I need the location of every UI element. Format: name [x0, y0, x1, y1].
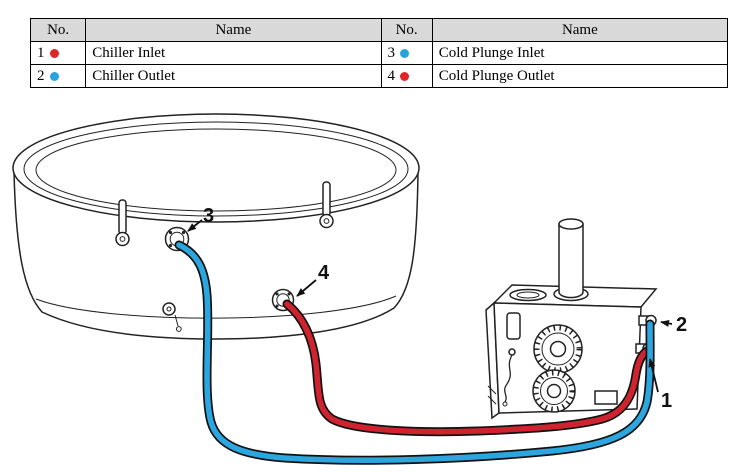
diagram-svg: 3 4 2 1	[12, 113, 687, 465]
red-dot-icon	[400, 71, 409, 81]
tub-drain	[162, 302, 182, 332]
blue-hose	[176, 242, 653, 464]
arrow-to-port-2	[660, 319, 673, 327]
no-4-label: 4	[387, 67, 396, 84]
header-no-right: No.	[380, 18, 433, 42]
top-grille	[509, 288, 547, 302]
bolt	[168, 243, 173, 248]
cell-name-cold-plunge-inlet: Cold Plunge Inlet	[431, 41, 729, 65]
port-bore	[276, 293, 290, 307]
blue-dot-icon	[49, 71, 59, 81]
cell-no-2: 2	[29, 64, 87, 88]
plumbing-diagram: 3 4 2 1	[0, 97, 751, 475]
tub-rim-inner	[35, 128, 397, 212]
fan-lower	[532, 369, 576, 413]
drain-center	[166, 306, 172, 312]
fan-hub	[546, 383, 562, 399]
cord-plug	[502, 401, 508, 407]
header-no-left: No.	[29, 18, 87, 42]
fitting-knob	[115, 231, 130, 247]
tub-bottom-band	[35, 295, 397, 319]
fitting-knob-center	[119, 236, 126, 242]
chimney-top	[558, 218, 584, 230]
label-4: 4	[318, 262, 330, 284]
cell-name-cold-plunge-outlet: Cold Plunge Outlet	[431, 64, 729, 88]
top-grille-inner	[516, 291, 540, 299]
no-1-label: 1	[37, 44, 45, 61]
hoses	[174, 240, 655, 465]
left-face-hatch	[487, 385, 497, 405]
drain-ring	[162, 302, 176, 316]
bolt	[275, 292, 279, 296]
table-row: 2 Chiller Outlet 4 Cold Plunge Outlet	[29, 64, 729, 88]
arrow-to-port-3	[187, 219, 203, 232]
front-panel-box	[594, 390, 618, 405]
fan-upper	[533, 324, 583, 374]
label-2: 2	[676, 314, 687, 336]
label-1: 1	[661, 390, 672, 412]
drain-pin	[174, 314, 179, 327]
cold-plunge-tub	[12, 113, 420, 340]
fitting-knob-center	[323, 218, 330, 224]
no-3-label: 3	[387, 44, 396, 61]
legend-table: No. Name No. Name 1 Chiller Inlet 3 Cold…	[29, 18, 729, 88]
chiller-unit	[485, 218, 658, 420]
cord-attach	[508, 348, 516, 356]
cell-no-3: 3	[380, 41, 433, 65]
drain-pin-knob	[175, 326, 182, 332]
red-hose	[284, 301, 650, 435]
fitting-rod	[118, 199, 127, 235]
bolt	[275, 304, 279, 308]
legend-header-row: No. Name No. Name	[29, 18, 729, 42]
tub-fitting-right	[319, 181, 334, 229]
red-dot-icon	[49, 48, 59, 58]
bolt	[181, 230, 186, 235]
table-row: 1 Chiller Inlet 3 Cold Plunge Inlet	[29, 41, 729, 65]
tub-rim-mid	[23, 121, 409, 217]
front-vent-slot	[506, 312, 521, 340]
fan-inner-ring	[541, 332, 575, 366]
power-cord	[504, 354, 513, 403]
label-3: 3	[203, 205, 214, 227]
arrow-to-port-4	[296, 279, 317, 297]
cell-no-1: 1	[29, 41, 87, 65]
cell-no-4: 4	[380, 64, 433, 88]
tub-fitting-left	[115, 199, 130, 247]
chimney-pipe	[558, 223, 584, 299]
blue-dot-icon	[400, 48, 409, 58]
cell-name-chiller-outlet: Chiller Outlet	[85, 64, 382, 88]
fan-inner-ring	[540, 377, 568, 405]
header-name-left: Name	[85, 18, 382, 42]
fitting-rod	[322, 181, 331, 217]
arrow-to-port-1	[648, 358, 659, 393]
cell-name-chiller-inlet: Chiller Inlet	[85, 41, 382, 65]
bolt	[168, 230, 173, 235]
tub-rim-outer	[12, 113, 420, 223]
fan-tick-ring	[534, 325, 582, 373]
bolt	[287, 292, 291, 296]
fan-tick-ring	[533, 370, 575, 412]
header-name-right: Name	[431, 18, 729, 42]
fitting-knob	[319, 213, 334, 229]
no-2-label: 2	[37, 67, 45, 84]
callouts: 3 4 2 1	[187, 205, 687, 412]
fan-hub	[549, 340, 567, 358]
